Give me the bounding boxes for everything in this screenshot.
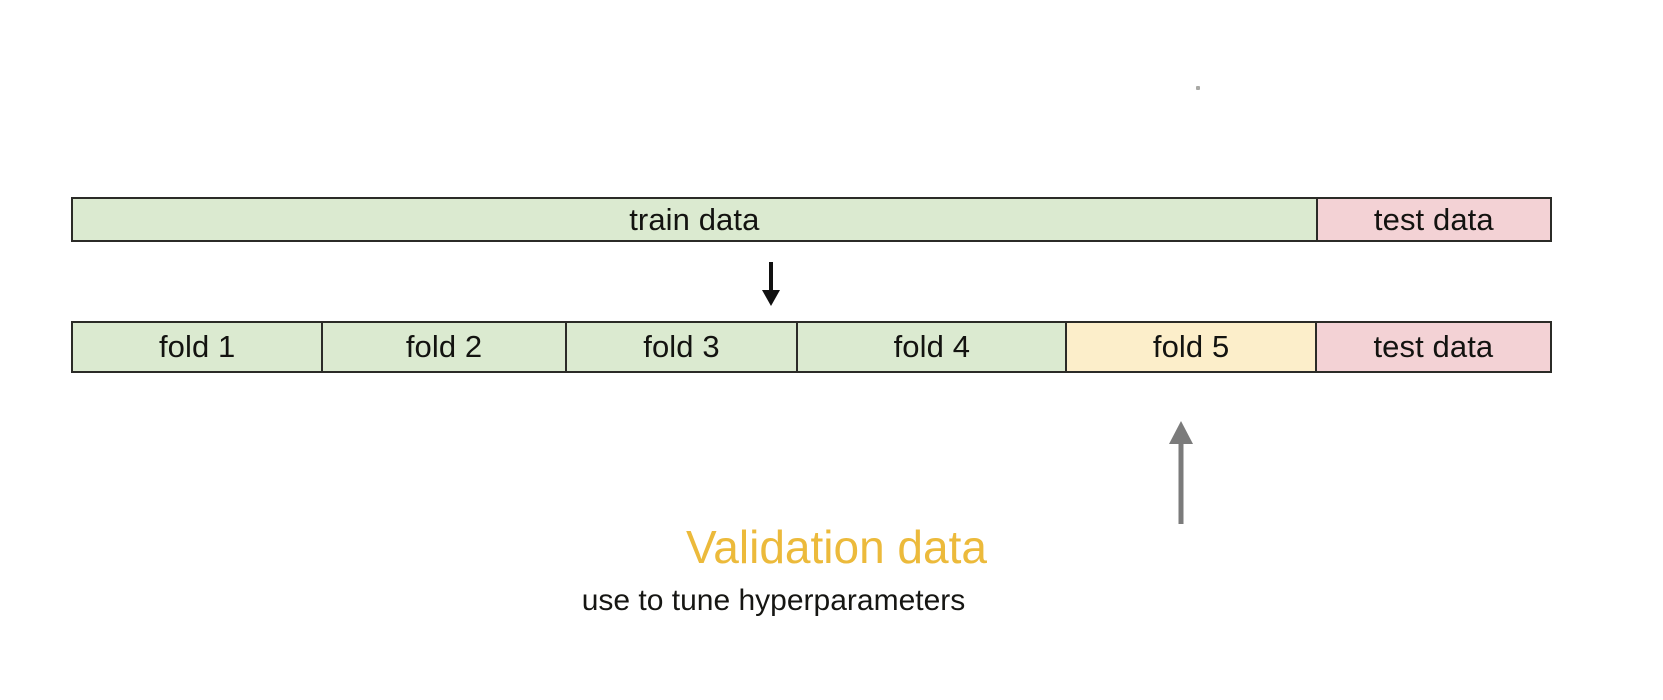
- segment-test-data-top[interactable]: test data: [1317, 199, 1550, 240]
- stray-speck-artifact: [1196, 86, 1200, 90]
- segment-fold-3-label: fold 3: [643, 329, 720, 364]
- segment-train-data[interactable]: train data: [73, 199, 1318, 240]
- segment-fold-3[interactable]: fold 3: [566, 323, 799, 371]
- validation-caption-text: Validation data: [686, 521, 987, 573]
- validation-pointer-arrow-up-icon: [1169, 421, 1193, 524]
- segment-fold-2[interactable]: fold 2: [323, 323, 567, 371]
- segment-fold-4[interactable]: fold 4: [798, 323, 1068, 371]
- segment-fold-5-label: fold 5: [1152, 329, 1230, 364]
- segment-test-data-bottom-label: test data: [1373, 329, 1494, 364]
- segment-test-data-top-label: test data: [1373, 201, 1494, 237]
- segment-fold-4-label: fold 4: [893, 329, 971, 364]
- segment-fold-1-label: fold 1: [158, 329, 236, 364]
- segment-train-data-label: train data: [629, 201, 760, 237]
- segment-test-data-bottom[interactable]: test data: [1316, 323, 1550, 371]
- validation-caption: Validation data: [0, 520, 1663, 574]
- validation-subcaption: use to tune hyperparameters: [0, 583, 1663, 619]
- train-test-split-bar: train data test data: [71, 197, 1552, 242]
- segment-fold-2-label: fold 2: [405, 329, 483, 364]
- segment-fold-1[interactable]: fold 1: [73, 323, 324, 371]
- fold-split-bar: fold 1 fold 2 fold 3 fold 4 fold 5 test …: [71, 321, 1552, 373]
- split-arrow-down-icon: [762, 262, 780, 306]
- segment-fold-5-validation[interactable]: fold 5: [1067, 323, 1317, 371]
- validation-subcaption-text: use to tune hyperparameters: [581, 584, 966, 617]
